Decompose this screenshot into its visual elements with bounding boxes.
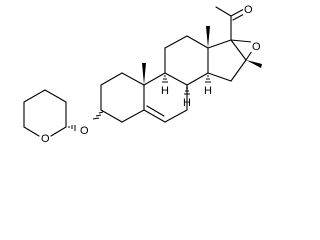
chemical-structure-diagram: O O O O H H H (23, 3, 262, 145)
c10-methyl-wedge (142, 63, 146, 85)
svg-text:O: O (80, 125, 89, 137)
c8-hash-bond (184, 87, 190, 95)
hash-bonds (162, 75, 211, 95)
ring-c (164, 35, 209, 86)
hydrogen-c8-label: H (183, 97, 191, 109)
ring-a (100, 72, 145, 123)
svg-text:H: H (204, 85, 212, 97)
svg-text:H: H (161, 85, 169, 97)
c16-h-wedge (246, 60, 262, 68)
svg-text:O: O (41, 133, 50, 145)
thp-ring-oxygen-label: O (40, 132, 50, 145)
ring-b (143, 72, 188, 123)
epoxide-oxygen-label: O (251, 40, 261, 53)
ketone-oxygen-label: O (243, 3, 253, 16)
c13-methyl-wedge (206, 26, 210, 48)
ether-oxygen-label: O (79, 124, 89, 137)
ring-d (207, 39, 247, 82)
c9-hash-bond (162, 75, 168, 83)
c3-hash-bond (92, 111, 104, 120)
svg-text:H: H (183, 97, 191, 109)
hydrogen-c14-label: H (204, 85, 212, 97)
svg-text:O: O (244, 4, 253, 16)
tetrahydropyran-ring (23, 89, 67, 137)
c14-hash-bond (205, 75, 211, 83)
thp-hash-bond (68, 125, 76, 131)
svg-text:O: O (252, 41, 261, 53)
hydrogen-c9-label: H (161, 85, 169, 97)
c5-c6-double-bond (146, 105, 165, 117)
acetyl-group (215, 6, 247, 41)
